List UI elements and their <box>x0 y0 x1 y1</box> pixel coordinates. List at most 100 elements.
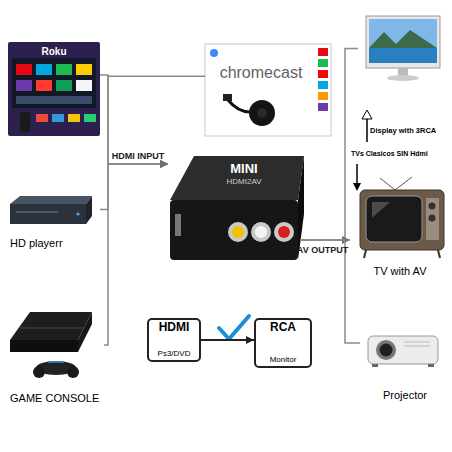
app-row <box>16 96 92 104</box>
roku-box: Roku <box>8 42 100 136</box>
console-side <box>78 312 92 352</box>
roku-screen <box>12 58 96 108</box>
console-front <box>10 340 78 352</box>
connector <box>300 48 358 240</box>
node-text: HD playerr <box>10 237 63 250</box>
app-tile <box>36 64 52 75</box>
tv-knob <box>429 215 436 222</box>
player-side <box>86 196 92 224</box>
dongle-logo <box>257 108 267 118</box>
connector <box>201 339 254 341</box>
tv-antenna <box>395 177 412 190</box>
rca-jack-ring <box>274 222 294 242</box>
dongle-cable <box>228 100 250 112</box>
node-text: RCA <box>270 321 296 335</box>
tv-with-av: TV with AV <box>350 176 450 278</box>
connector <box>100 75 168 164</box>
chromecast-box <box>205 44 331 136</box>
connector <box>100 164 168 209</box>
rca-jack-white <box>255 226 267 238</box>
app-icon <box>318 59 328 67</box>
hd-player: HD playerr <box>4 192 100 250</box>
tv-panel <box>426 198 439 240</box>
controller-grip <box>33 366 45 378</box>
game-console <box>10 312 92 378</box>
monitor-mountains <box>369 30 437 48</box>
tv-glare <box>372 202 390 218</box>
hdmi-port <box>175 214 181 236</box>
tv-antenna <box>380 178 395 190</box>
google-logo <box>210 49 218 57</box>
app-tile <box>36 80 52 91</box>
power-light <box>76 212 79 215</box>
monitor-water <box>369 48 437 63</box>
projector-lens <box>380 344 393 357</box>
tv-leg <box>438 250 440 258</box>
console-top <box>10 312 92 340</box>
node-text: TV with AV <box>374 265 427 278</box>
node-text: HDMI2AV <box>227 177 262 186</box>
app-icon <box>318 70 328 78</box>
app-tile <box>56 64 72 75</box>
adapter-side <box>298 156 304 260</box>
tv-knob <box>429 203 436 210</box>
controller-light <box>48 361 64 363</box>
hdmi-symbol: HDMI Ps3/DVD <box>147 318 201 362</box>
app-icon <box>318 48 328 56</box>
rca-jack-yellow <box>232 226 244 238</box>
node-text: Monitor <box>270 355 297 364</box>
hdmi2av-adapter: MINIHDMI2AV <box>168 152 300 262</box>
controller-grip <box>67 366 79 378</box>
lens-ring <box>376 340 396 360</box>
retro-tv <box>360 177 444 258</box>
projector: Projector <box>360 320 450 402</box>
rca-jack-red <box>278 226 290 238</box>
projector-foot <box>372 364 378 367</box>
node-text: MINI <box>230 162 257 177</box>
bluray-player <box>10 196 92 224</box>
up-arrow-head <box>362 110 372 119</box>
tv-screen <box>366 196 422 242</box>
display-monitor: Display with 3RCA <box>358 10 448 138</box>
app-tile <box>36 114 48 122</box>
node-text: Display with 3RCA <box>370 127 436 136</box>
hdmi2av-adapter <box>170 156 304 260</box>
projector-vent <box>404 346 430 347</box>
roku-remote <box>20 112 30 132</box>
rca-symbol: RCA Monitor <box>254 318 312 368</box>
dongle-plug <box>223 94 232 101</box>
tv-body <box>360 190 444 250</box>
node-text: Ps3/DVD <box>158 349 191 358</box>
projector-device <box>368 336 438 367</box>
down-arrow-shaft <box>356 164 358 184</box>
node-text: chromecast <box>220 64 303 82</box>
projector-foot <box>428 364 434 367</box>
note-label: TVs Clasicos SIN Hdmi <box>351 150 428 158</box>
app-tile <box>68 114 80 122</box>
monitor-base <box>387 75 419 81</box>
rca-jack-ring <box>228 222 248 242</box>
down-arrow-head <box>353 183 361 191</box>
node-text: Projector <box>383 389 427 402</box>
app-tile <box>84 114 96 122</box>
flat-monitor <box>366 16 440 81</box>
chromecast-dongle <box>249 100 275 126</box>
node-text: GAME CONSOLE <box>10 392 99 405</box>
edge-label: HDMI INPUT <box>112 151 165 161</box>
monitor-stand <box>398 68 408 76</box>
adapter-top <box>170 156 304 200</box>
console-stripe <box>20 327 84 329</box>
check-mark <box>219 316 249 339</box>
projector-vent <box>404 342 430 343</box>
app-tile <box>76 64 92 75</box>
node-text: HDMI <box>159 321 190 335</box>
app-icon <box>318 81 328 89</box>
player-front <box>10 204 86 224</box>
app-tile <box>76 80 92 91</box>
app-tile <box>52 114 64 122</box>
adapter-front <box>170 200 298 260</box>
tv-leg <box>364 250 366 258</box>
player-top <box>10 196 92 204</box>
up-arrow-shaft <box>366 118 368 142</box>
